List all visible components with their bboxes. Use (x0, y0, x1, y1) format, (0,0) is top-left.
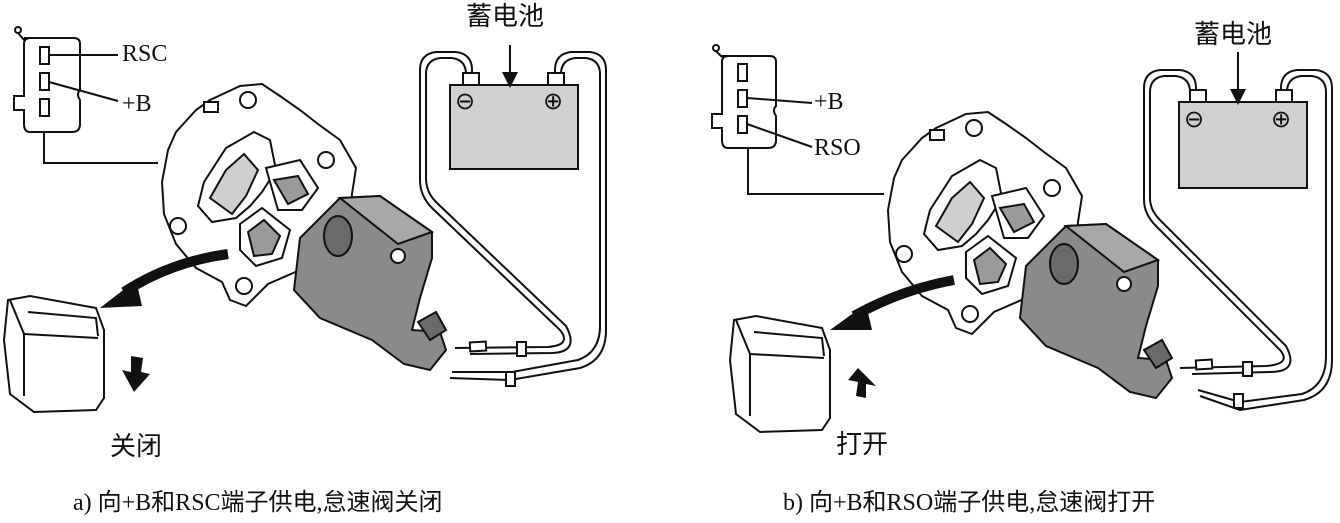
pin-label-b-b: +B (814, 89, 844, 115)
battery-label-b: 蓄电池 (1194, 20, 1273, 50)
battery-pos-symbol-b: ⊕ (1271, 105, 1292, 133)
pin-b-b (737, 89, 748, 108)
valve-state-label-b: 打开 (836, 430, 889, 460)
neg-terminal-b (1189, 89, 1207, 103)
flow-arrow-b (830, 275, 955, 330)
lead-b-a (48, 81, 119, 102)
battery-wiring-a (419, 51, 607, 382)
caption-a: a) 向+B和RSC端子供电,怠速阀关闭 (73, 490, 443, 516)
battery-b (1178, 52, 1308, 189)
battery-neg-symbol-b: ⊖ (1184, 105, 1205, 133)
battery-pos-symbol-a: ⊕ (543, 87, 564, 115)
valve-a (2, 294, 105, 414)
pin-label-rso-b: RSO (814, 135, 861, 161)
wire-clips-a (468, 340, 527, 387)
motor-b (1018, 222, 1174, 400)
battery-label-a: 蓄电池 (466, 2, 545, 32)
motor-a (292, 194, 448, 372)
arrow-up-icon (848, 368, 876, 398)
neg-terminal-a (462, 72, 480, 86)
pin-label-rsc-a: RSC (122, 41, 168, 67)
harness-b (747, 148, 884, 195)
battery-neg-symbol-a: ⊖ (455, 87, 476, 115)
connector-a (13, 26, 158, 164)
panel-a (2, 26, 607, 414)
pin-3-a (39, 98, 50, 117)
pin-label-b-a: +B (122, 91, 152, 117)
wire-clips-b (1194, 358, 1253, 409)
pos-terminal-a (547, 72, 565, 86)
harness-a (43, 132, 158, 164)
lead-b-b (746, 97, 813, 104)
pos-terminal-b (1275, 89, 1293, 103)
caption-b: b) 向+B和RSO端子供电,怠速阀打开 (783, 490, 1156, 516)
pin-1-b (737, 63, 748, 82)
battery-wiring-b (1143, 69, 1333, 412)
valve-state-label-a: 关闭 (110, 432, 163, 462)
pin-b-a (39, 72, 50, 91)
pin-rso-b (737, 115, 748, 134)
lead-rso-b (746, 123, 813, 148)
pin-rsc-a (39, 46, 50, 65)
connector-b (711, 44, 884, 195)
panel-b (711, 44, 1333, 434)
valve-b (728, 314, 831, 434)
arrow-down-icon (122, 356, 150, 392)
battery-a (449, 45, 579, 170)
flow-arrow-a (100, 249, 229, 308)
